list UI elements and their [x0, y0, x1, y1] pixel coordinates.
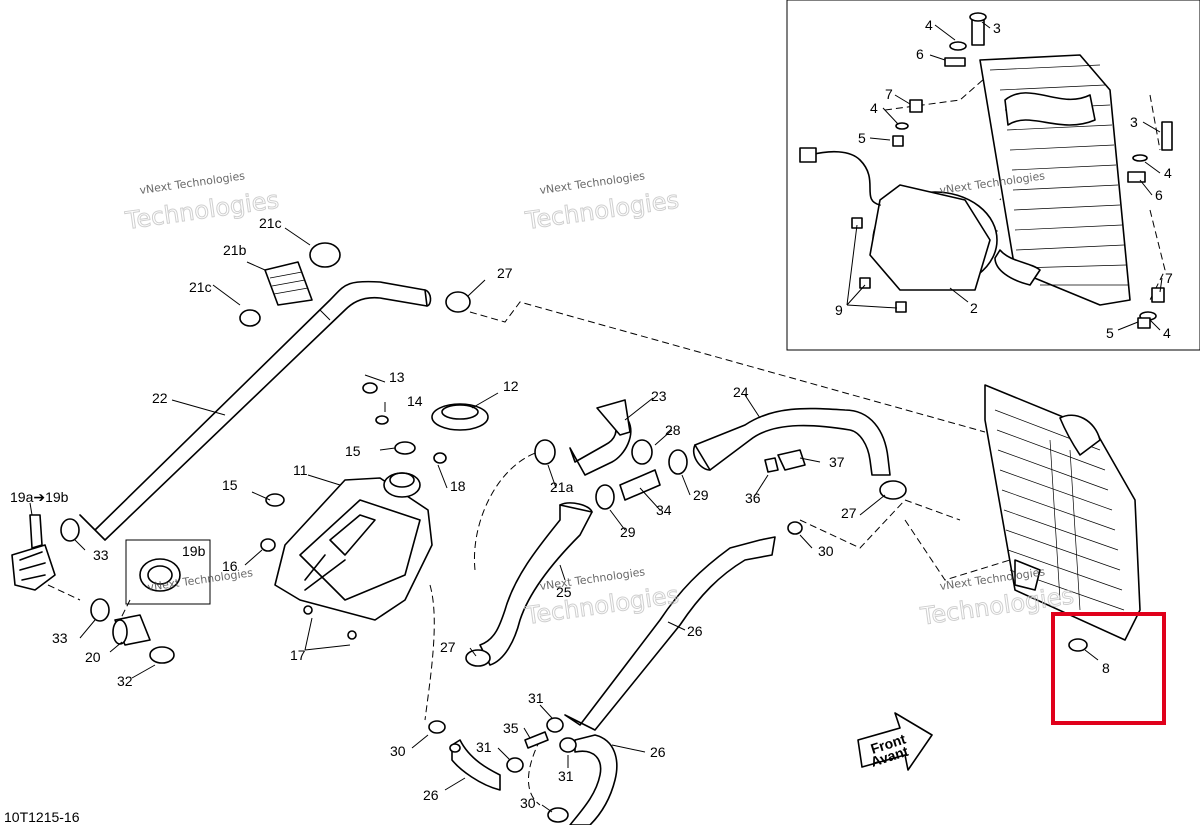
- callout-label: 31: [558, 768, 574, 784]
- callout-label: 4: [1164, 165, 1172, 181]
- callout-label: 21c: [189, 279, 212, 295]
- callout-label: 31: [528, 690, 544, 706]
- callout-label: 5: [1106, 325, 1114, 341]
- callout-label: 7: [885, 86, 893, 102]
- callout-label: 21b: [223, 242, 247, 258]
- hose-20: [112, 614, 151, 646]
- callout-label: 13: [389, 369, 405, 385]
- callout-label: 18: [450, 478, 466, 494]
- callout-label: 32: [117, 673, 133, 689]
- callout-label: 3: [1130, 114, 1138, 130]
- callout-label: 29: [620, 524, 636, 540]
- callout-label: 6: [1155, 187, 1163, 203]
- callout-label: 27: [497, 265, 513, 281]
- callout-label: 28: [665, 422, 681, 438]
- callout-label: 3: [993, 20, 1001, 36]
- callout-label: 2: [970, 300, 978, 316]
- callout-label: 31: [476, 739, 492, 755]
- callout-label: 7: [1165, 270, 1173, 286]
- hose-26-lower-left: [451, 739, 501, 791]
- callout-label: 26: [650, 744, 666, 760]
- callout-label: 24: [733, 384, 749, 400]
- thermostat-box-19b: [125, 539, 211, 605]
- thermostat-housing-19: [11, 514, 56, 591]
- callout-label: 22: [152, 390, 168, 406]
- callout-label: 15: [222, 477, 238, 493]
- callout-label: 26: [687, 623, 703, 639]
- hose-25: [479, 502, 593, 666]
- callout-label: 36: [745, 490, 761, 506]
- figure-code: 10T1215-16: [4, 809, 80, 825]
- callout-labels: 19a➔19b 19b 20 21a 21b 21c 21c 22 23 24 …: [10, 17, 1173, 811]
- callout-label: 25: [556, 584, 572, 600]
- hose-23: [569, 399, 632, 476]
- coolant-reservoir: [274, 472, 433, 640]
- callout-label: 35: [503, 720, 519, 736]
- callout-label: 16: [222, 558, 238, 574]
- fan-radiator-inset: [786, 0, 1200, 351]
- callout-label: 17: [290, 647, 306, 663]
- highlight-box: [1051, 612, 1166, 725]
- callout-label: 19a➔19b: [10, 489, 69, 505]
- callout-label: 30: [520, 795, 536, 811]
- callout-label: 27: [440, 639, 456, 655]
- callout-label: 4: [1163, 325, 1171, 341]
- callout-label: 20: [85, 649, 101, 665]
- callout-label: 8: [1102, 660, 1110, 676]
- callout-label: 37: [829, 454, 845, 470]
- callout-label: 4: [870, 100, 878, 116]
- callout-label: 15: [345, 443, 361, 459]
- callout-label: 6: [916, 46, 924, 62]
- callout-label: 11: [293, 462, 308, 478]
- callout-label: 33: [52, 630, 68, 646]
- hose-24: [692, 407, 891, 476]
- hose-26-long: [564, 536, 776, 731]
- callout-label: 19b: [182, 543, 206, 559]
- reservoir-cap-12: [431, 403, 489, 431]
- hose-26-lower-right: [569, 734, 618, 825]
- callout-label: 26: [423, 787, 439, 803]
- callout-label: 30: [390, 743, 406, 759]
- callout-label: 34: [656, 502, 672, 518]
- callout-label: 30: [818, 543, 834, 559]
- callout-label: 27: [841, 505, 857, 521]
- radiator: [984, 384, 1141, 641]
- callout-label: 21c: [259, 215, 282, 231]
- hose-22: [79, 280, 432, 541]
- callout-label: 4: [925, 17, 933, 33]
- front-direction-arrow: Front Avant: [857, 712, 933, 771]
- callout-label: 29: [693, 487, 709, 503]
- callout-label: 12: [503, 378, 519, 394]
- callout-label: 9: [835, 302, 843, 318]
- leader-lines: [29, 21, 1163, 813]
- callout-label: 5: [858, 130, 866, 146]
- callout-label: 21a: [550, 479, 574, 495]
- clamps: [60, 242, 1088, 823]
- callout-label: 23: [651, 388, 667, 404]
- callout-label: 33: [93, 547, 109, 563]
- callout-label: 14: [407, 393, 423, 409]
